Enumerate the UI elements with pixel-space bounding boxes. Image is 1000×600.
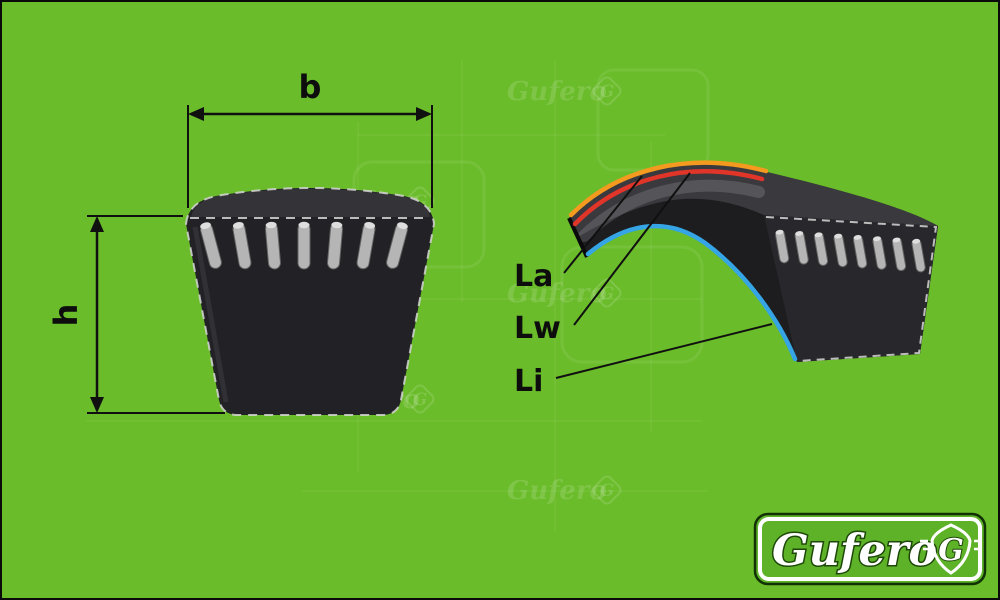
cord-pin bbox=[232, 222, 252, 270]
dimension-h-arrow-top bbox=[90, 216, 104, 232]
belt-3d-cut-edge bbox=[567, 217, 589, 258]
belt-3d-view bbox=[567, 160, 938, 362]
logo-mark-letter: G bbox=[938, 533, 964, 568]
dimension-b-arrow-left bbox=[188, 107, 204, 121]
watermark-badge: G bbox=[592, 278, 622, 308]
cross-section-view bbox=[184, 187, 436, 416]
watermark-item: Gufero G bbox=[507, 76, 622, 107]
dimension-h-arrow-bottom bbox=[90, 397, 104, 413]
watermark-text: Gufero bbox=[507, 476, 607, 506]
logo-wing-right bbox=[974, 539, 982, 551]
label-li: Li bbox=[514, 323, 773, 399]
gufero-logo: Gufero G bbox=[753, 512, 987, 586]
logo-wing-left bbox=[920, 539, 928, 551]
cord-pin bbox=[911, 238, 926, 273]
li-label: Li bbox=[514, 364, 543, 399]
watermark-shield-icon bbox=[592, 475, 622, 505]
li-leader-line bbox=[555, 323, 773, 379]
cord-pin bbox=[794, 230, 809, 265]
belt-3d-face-dashed-outline bbox=[765, 216, 938, 362]
cord-pin bbox=[833, 233, 848, 268]
cord-pin bbox=[327, 221, 343, 270]
cord-pin bbox=[297, 221, 311, 270]
cord-pin bbox=[356, 222, 376, 270]
watermark-mark: G bbox=[600, 284, 615, 304]
watermark-badge: G bbox=[592, 76, 622, 106]
belt-3d-top-surface bbox=[569, 163, 938, 237]
lw-label: Lw bbox=[514, 311, 561, 346]
logo-shield-outline bbox=[930, 523, 972, 575]
cross-section-cap bbox=[191, 189, 430, 217]
length-labels: La Lw Li bbox=[514, 172, 773, 399]
watermark-shield-icon bbox=[592, 278, 622, 308]
logo-wordmark: Gufero bbox=[772, 526, 937, 576]
la-leader-line bbox=[563, 175, 643, 274]
watermark-shield-icon bbox=[405, 384, 435, 414]
belt-3d-face-cords bbox=[775, 229, 926, 273]
cord-pin bbox=[775, 229, 790, 264]
logo-shield-icon: G bbox=[920, 523, 982, 575]
li-inner-length-line bbox=[585, 223, 798, 362]
cross-section-cords bbox=[200, 221, 408, 270]
dimension-b-label: b bbox=[299, 68, 322, 106]
dimension-b-arrow-right bbox=[416, 107, 432, 121]
watermark-mark: G bbox=[600, 82, 615, 102]
cord-pin bbox=[265, 221, 281, 270]
cord-pin bbox=[386, 222, 408, 269]
dimension-h: h bbox=[47, 215, 225, 414]
watermark-mark: G bbox=[600, 481, 615, 501]
logo-inner-border bbox=[758, 517, 982, 581]
lw-leader-line bbox=[573, 172, 691, 326]
watermark-shield-icon bbox=[592, 76, 622, 106]
dimension-b: b bbox=[187, 68, 433, 208]
label-la: La bbox=[514, 175, 643, 294]
cord-pin bbox=[813, 232, 829, 266]
cord-pin bbox=[200, 222, 222, 269]
watermark-badge: G bbox=[592, 475, 622, 505]
cross-section-highlight bbox=[192, 226, 229, 403]
cord-pin bbox=[891, 237, 907, 272]
la-outer-length-line bbox=[568, 160, 769, 218]
watermark-outline bbox=[560, 245, 704, 364]
watermark-item: Gufero G bbox=[507, 278, 622, 309]
belt-3d-sheen bbox=[578, 179, 765, 242]
cord-pin bbox=[853, 234, 868, 269]
dimension-h-label: h bbox=[47, 304, 85, 327]
watermark-item: Gufero G bbox=[507, 475, 622, 506]
watermark-text: Gufero bbox=[507, 77, 607, 107]
logo-plate bbox=[753, 512, 987, 586]
lw-pitch-length-line bbox=[572, 169, 765, 227]
watermark-mark: G bbox=[413, 390, 428, 410]
la-label: La bbox=[514, 259, 553, 294]
label-lw: Lw bbox=[514, 172, 691, 346]
watermark-badge: G bbox=[405, 384, 435, 414]
cross-section-dashed-outline bbox=[184, 187, 436, 416]
cord-pin bbox=[872, 236, 887, 270]
